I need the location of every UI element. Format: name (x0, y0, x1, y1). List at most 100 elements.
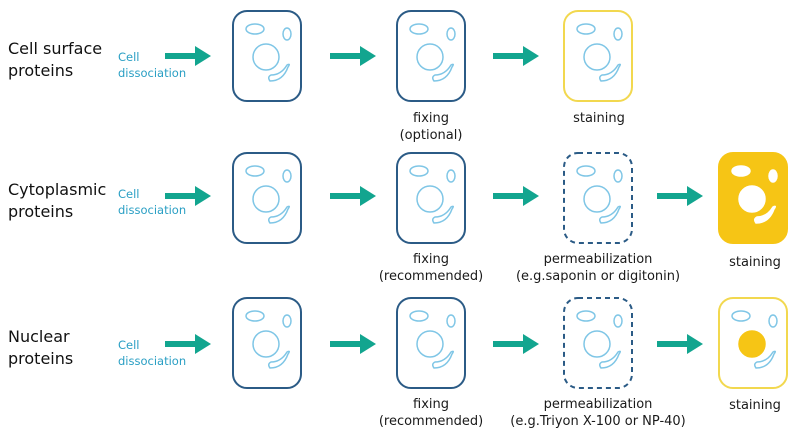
caption-line1: staining (729, 398, 781, 413)
caption-permeabilization-triton: permeabilization (e.g.Triyon X-100 or NP… (508, 396, 688, 430)
organelle-vesicle (446, 27, 456, 41)
caption-line2: (optional) (399, 128, 463, 143)
nucleus (252, 43, 280, 71)
arrow-row1-3 (493, 46, 539, 66)
cell-label-line1: Cell (118, 50, 140, 64)
arrow-row3-1 (165, 334, 211, 354)
cell-nuclear-stain-r3-s4 (718, 297, 788, 389)
caption-staining-surface: staining (509, 110, 689, 127)
cell-label-line2: dissociation (118, 354, 187, 368)
nucleus (583, 43, 611, 71)
organelle-vesicle (282, 27, 292, 41)
row-title-line1: Cytoplasmic (8, 180, 107, 199)
caption-permeabilization-saponin: permeabilization (e.g.saponin or digiton… (508, 251, 688, 285)
organelle-vesicle (409, 23, 429, 35)
caption-line2: (e.g.saponin or digitonin) (515, 269, 681, 284)
organelle-mitochondrion (431, 63, 455, 82)
nucleus (738, 185, 766, 213)
cell-dashed-r3-s3 (563, 297, 633, 389)
cell-label-line2: dissociation (118, 66, 187, 80)
cell-label-line1: Cell (118, 338, 140, 352)
cell-membrane (396, 297, 466, 389)
caption-line2: (recommended) (378, 269, 484, 284)
arrow-row2-1 (165, 186, 211, 206)
caption-line1: staining (573, 111, 625, 126)
arrow-row2-3 (493, 186, 539, 206)
cell-membrane (232, 10, 302, 102)
cell-cyto-stain-r2-s4 (718, 152, 788, 244)
cell-plain-r2-s1 (232, 152, 302, 244)
organelle-vesicle (613, 314, 623, 328)
caption-line1: permeabilization (543, 252, 653, 267)
caption-line1: fixing (413, 111, 449, 126)
nucleus (416, 330, 444, 358)
organelle-mitochondrion (267, 205, 291, 224)
organelle-mitochondrion (753, 350, 777, 369)
cell-dissociation-label-row1: Cell dissociation (118, 49, 186, 81)
organelle-vesicle (576, 23, 596, 35)
cell-membrane (396, 10, 466, 102)
row-title-nuclear: Nuclear proteins (8, 326, 73, 370)
caption-fixing-recommended: fixing (recommended) (341, 251, 521, 285)
caption-line1: staining (729, 255, 781, 270)
arrow-row3-4 (657, 334, 703, 354)
cell-plain-r1-s1 (232, 10, 302, 102)
organelle-vesicle (731, 310, 751, 322)
organelle-mitochondrion (598, 205, 622, 224)
organelle-vesicle (282, 314, 292, 328)
row-title-cytoplasmic: Cytoplasmic proteins (8, 179, 106, 223)
organelle-vesicle (613, 27, 623, 41)
organelle-mitochondrion (753, 205, 777, 224)
organelle-vesicle (409, 310, 429, 322)
cell-dashed-r2-s3 (563, 152, 633, 244)
nucleus (583, 330, 611, 358)
caption-fixing-optional: fixing (optional) (341, 110, 521, 144)
organelle-vesicle (282, 169, 292, 183)
organelle-vesicle (245, 310, 265, 322)
organelle-vesicle (576, 165, 596, 177)
caption-staining-nuclear: staining (665, 397, 800, 414)
cell-membrane (563, 297, 633, 389)
nucleus (738, 330, 766, 358)
cell-membrane (563, 10, 633, 102)
cell-membrane (563, 152, 633, 244)
caption-line2: (e.g.Triyon X-100 or NP-40) (510, 414, 686, 429)
row-title-line2: proteins (8, 202, 74, 221)
organelle-mitochondrion (431, 350, 455, 369)
cell-dissociation-label-row3: Cell dissociation (118, 337, 186, 369)
organelle-mitochondrion (431, 205, 455, 224)
cell-label-line2: dissociation (118, 203, 187, 217)
cell-surface-stain-r1-s3 (563, 10, 633, 102)
cell-plain-r1-s2 (396, 10, 466, 102)
organelle-vesicle (409, 165, 429, 177)
cell-plain-r2-s2 (396, 152, 466, 244)
cell-membrane (396, 152, 466, 244)
organelle-vesicle (731, 165, 751, 177)
nucleus (252, 185, 280, 213)
arrow-row2-2 (330, 186, 376, 206)
arrow-row3-2 (330, 334, 376, 354)
caption-fixing-recommended-nuclear: fixing (recommended) (341, 396, 521, 430)
caption-line2: (recommended) (378, 414, 484, 429)
row-title-line2: proteins (8, 349, 74, 368)
caption-line1: fixing (413, 252, 449, 267)
caption-line1: permeabilization (543, 397, 653, 412)
nucleus (583, 185, 611, 213)
cell-membrane (232, 297, 302, 389)
organelle-vesicle (768, 169, 778, 183)
row-title-line1: Nuclear (8, 327, 70, 346)
arrow-row2-4 (657, 186, 703, 206)
cell-label-line1: Cell (118, 187, 140, 201)
cell-plain-r3-s2 (396, 297, 466, 389)
caption-staining-cytoplasmic: staining (665, 254, 800, 271)
row-title-line1: Cell surface (8, 39, 103, 58)
organelle-mitochondrion (267, 350, 291, 369)
row-title-line2: proteins (8, 61, 74, 80)
organelle-mitochondrion (267, 63, 291, 82)
arrow-row3-3 (493, 334, 539, 354)
organelle-vesicle (446, 169, 456, 183)
cell-membrane (232, 152, 302, 244)
organelle-vesicle (446, 314, 456, 328)
nucleus (416, 185, 444, 213)
